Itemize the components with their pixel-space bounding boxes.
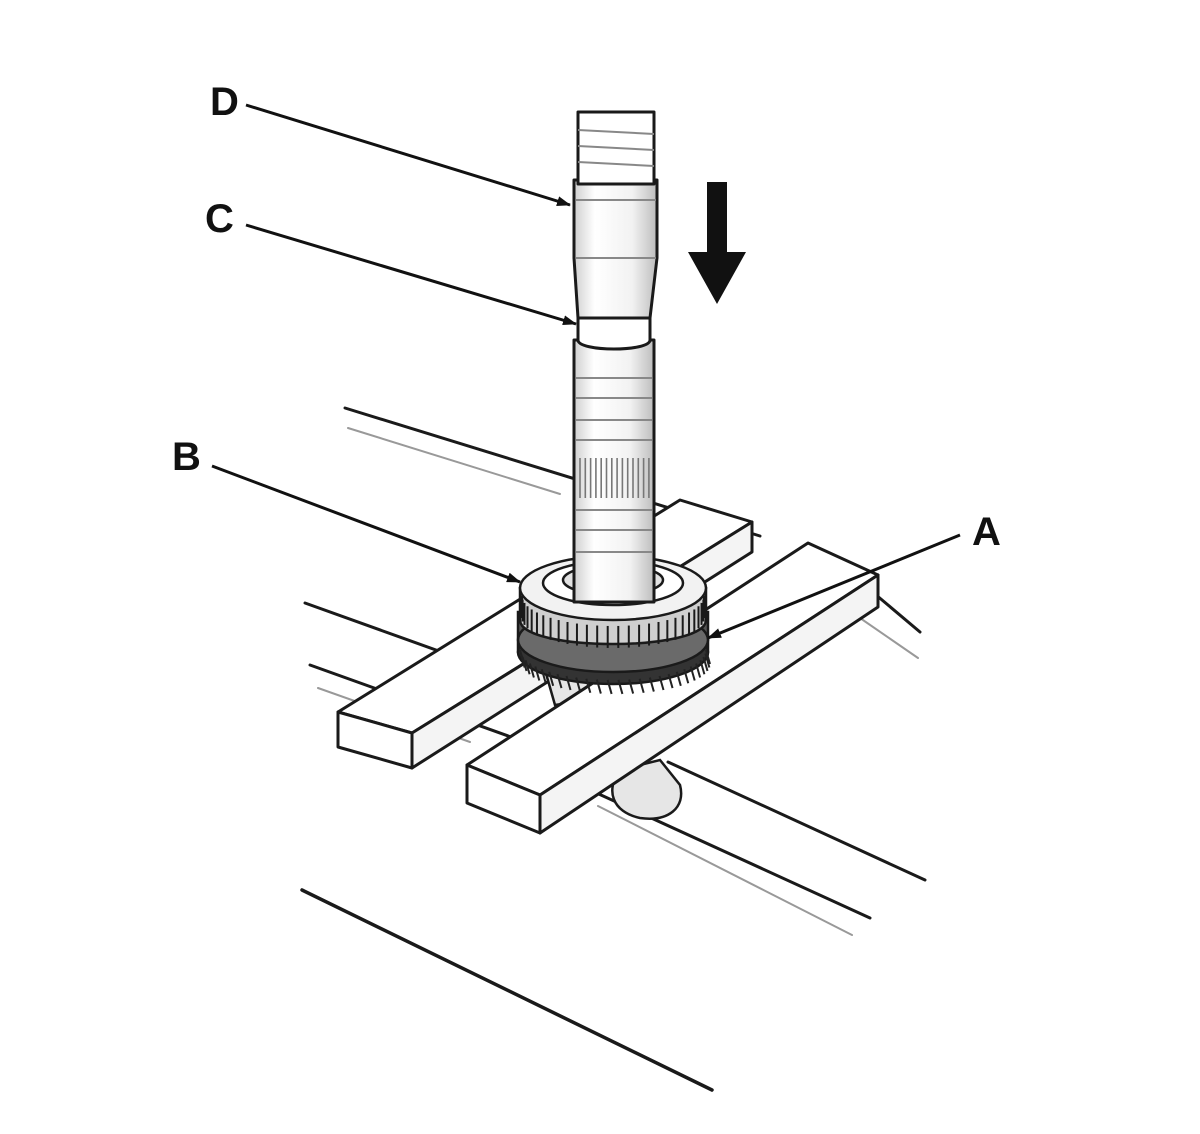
leader-line-a: [707, 533, 961, 640]
shaft-splines: [579, 458, 650, 498]
label-a: A: [972, 510, 1001, 554]
label-c: C: [205, 197, 234, 241]
press-down-arrow-icon: [688, 182, 746, 304]
leader-line-c: [245, 223, 577, 326]
label-b: B: [172, 435, 201, 479]
label-d: D: [210, 80, 239, 124]
shaft-details: [576, 129, 656, 553]
leader-lines: [211, 103, 961, 640]
driver-tool: [572, 110, 659, 604]
gear-teeth: [519, 596, 711, 695]
leader-line-d: [245, 103, 571, 207]
leader-line-b: [211, 464, 521, 584]
